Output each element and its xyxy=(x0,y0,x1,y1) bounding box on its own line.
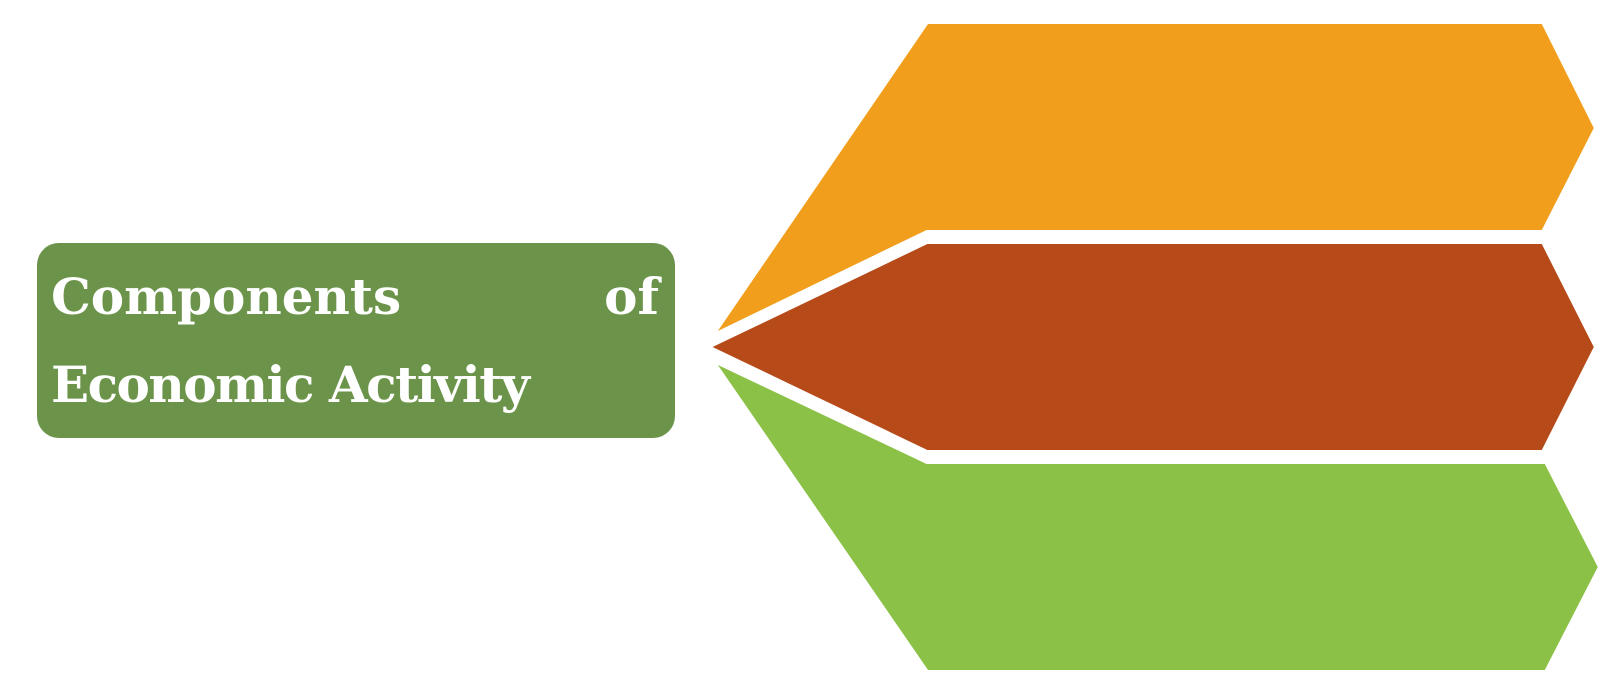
title-line-2: Economic Activity xyxy=(51,354,530,414)
chevron-bottom xyxy=(706,354,1603,674)
title-word-components: Components xyxy=(51,266,402,326)
title-word-of: of xyxy=(604,266,659,326)
title-line-1: Components of xyxy=(51,253,659,341)
chevron-middle xyxy=(703,240,1599,454)
chevron-top xyxy=(706,20,1599,342)
title-box: Components of Economic Activity xyxy=(37,243,675,438)
